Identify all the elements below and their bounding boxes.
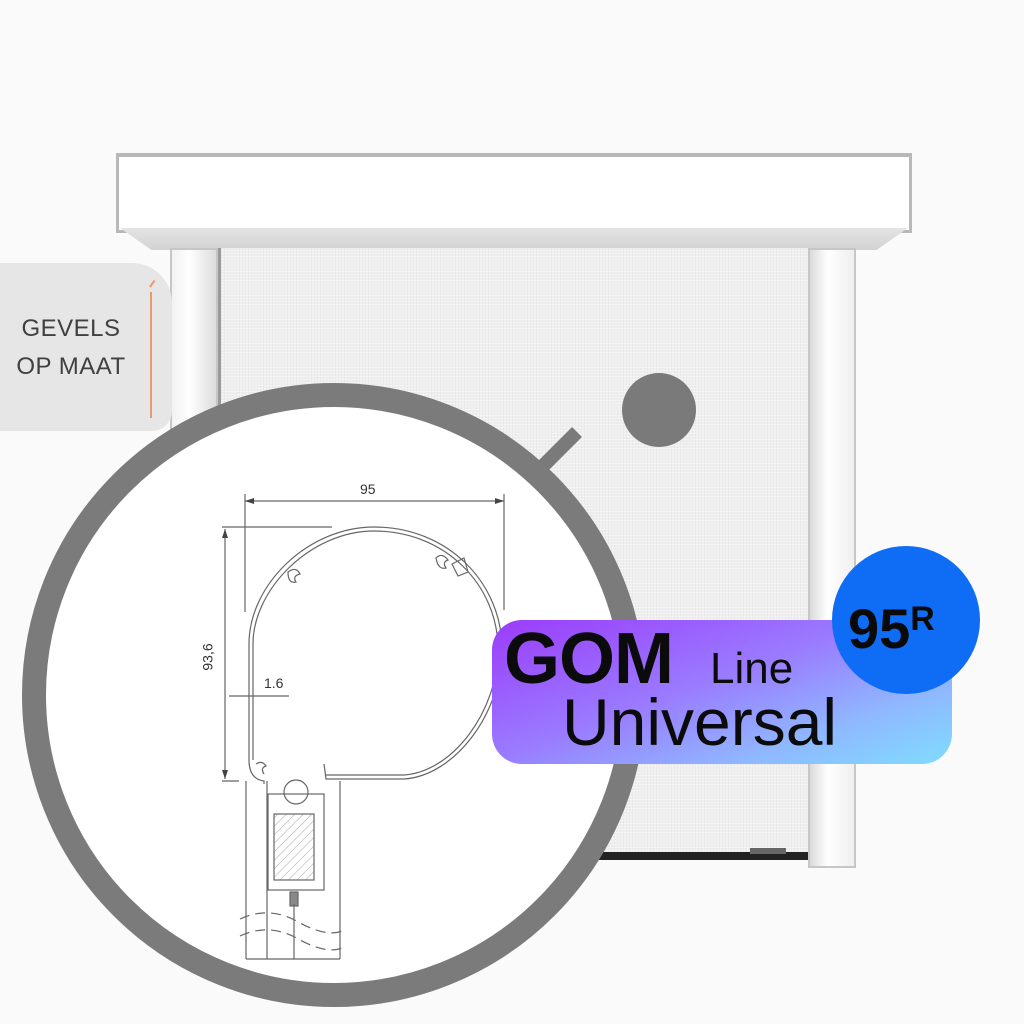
wall-thickness-dimension: 1.6 [264, 675, 284, 691]
right-side-guide [808, 248, 856, 868]
model-badge [832, 546, 980, 694]
brand-badge [0, 263, 172, 431]
brand-badge-line1: GEVELS [21, 315, 121, 342]
cassette-bottom-bevel [120, 228, 908, 250]
brand-accent-line [150, 292, 152, 418]
product-variant: Universal [562, 685, 838, 759]
height-dimension: 93,6 [199, 643, 216, 671]
magnifier-pin-icon [622, 373, 696, 447]
brand-badge-line2: OP MAAT [16, 353, 126, 380]
width-dimension: 95 [360, 481, 376, 497]
brand-badge-text: GEVELS OP MAAT [6, 310, 136, 386]
screen-cassette-box [116, 153, 912, 233]
product-line: Line [710, 644, 794, 693]
bottom-rail-handle [750, 848, 786, 854]
model-suffix: R [910, 600, 935, 638]
model-number: 95 [848, 597, 911, 660]
product-brand: GOM [504, 619, 674, 699]
model-badge-text: 95R [848, 596, 935, 661]
profile-cross-section-drawing [222, 494, 505, 960]
